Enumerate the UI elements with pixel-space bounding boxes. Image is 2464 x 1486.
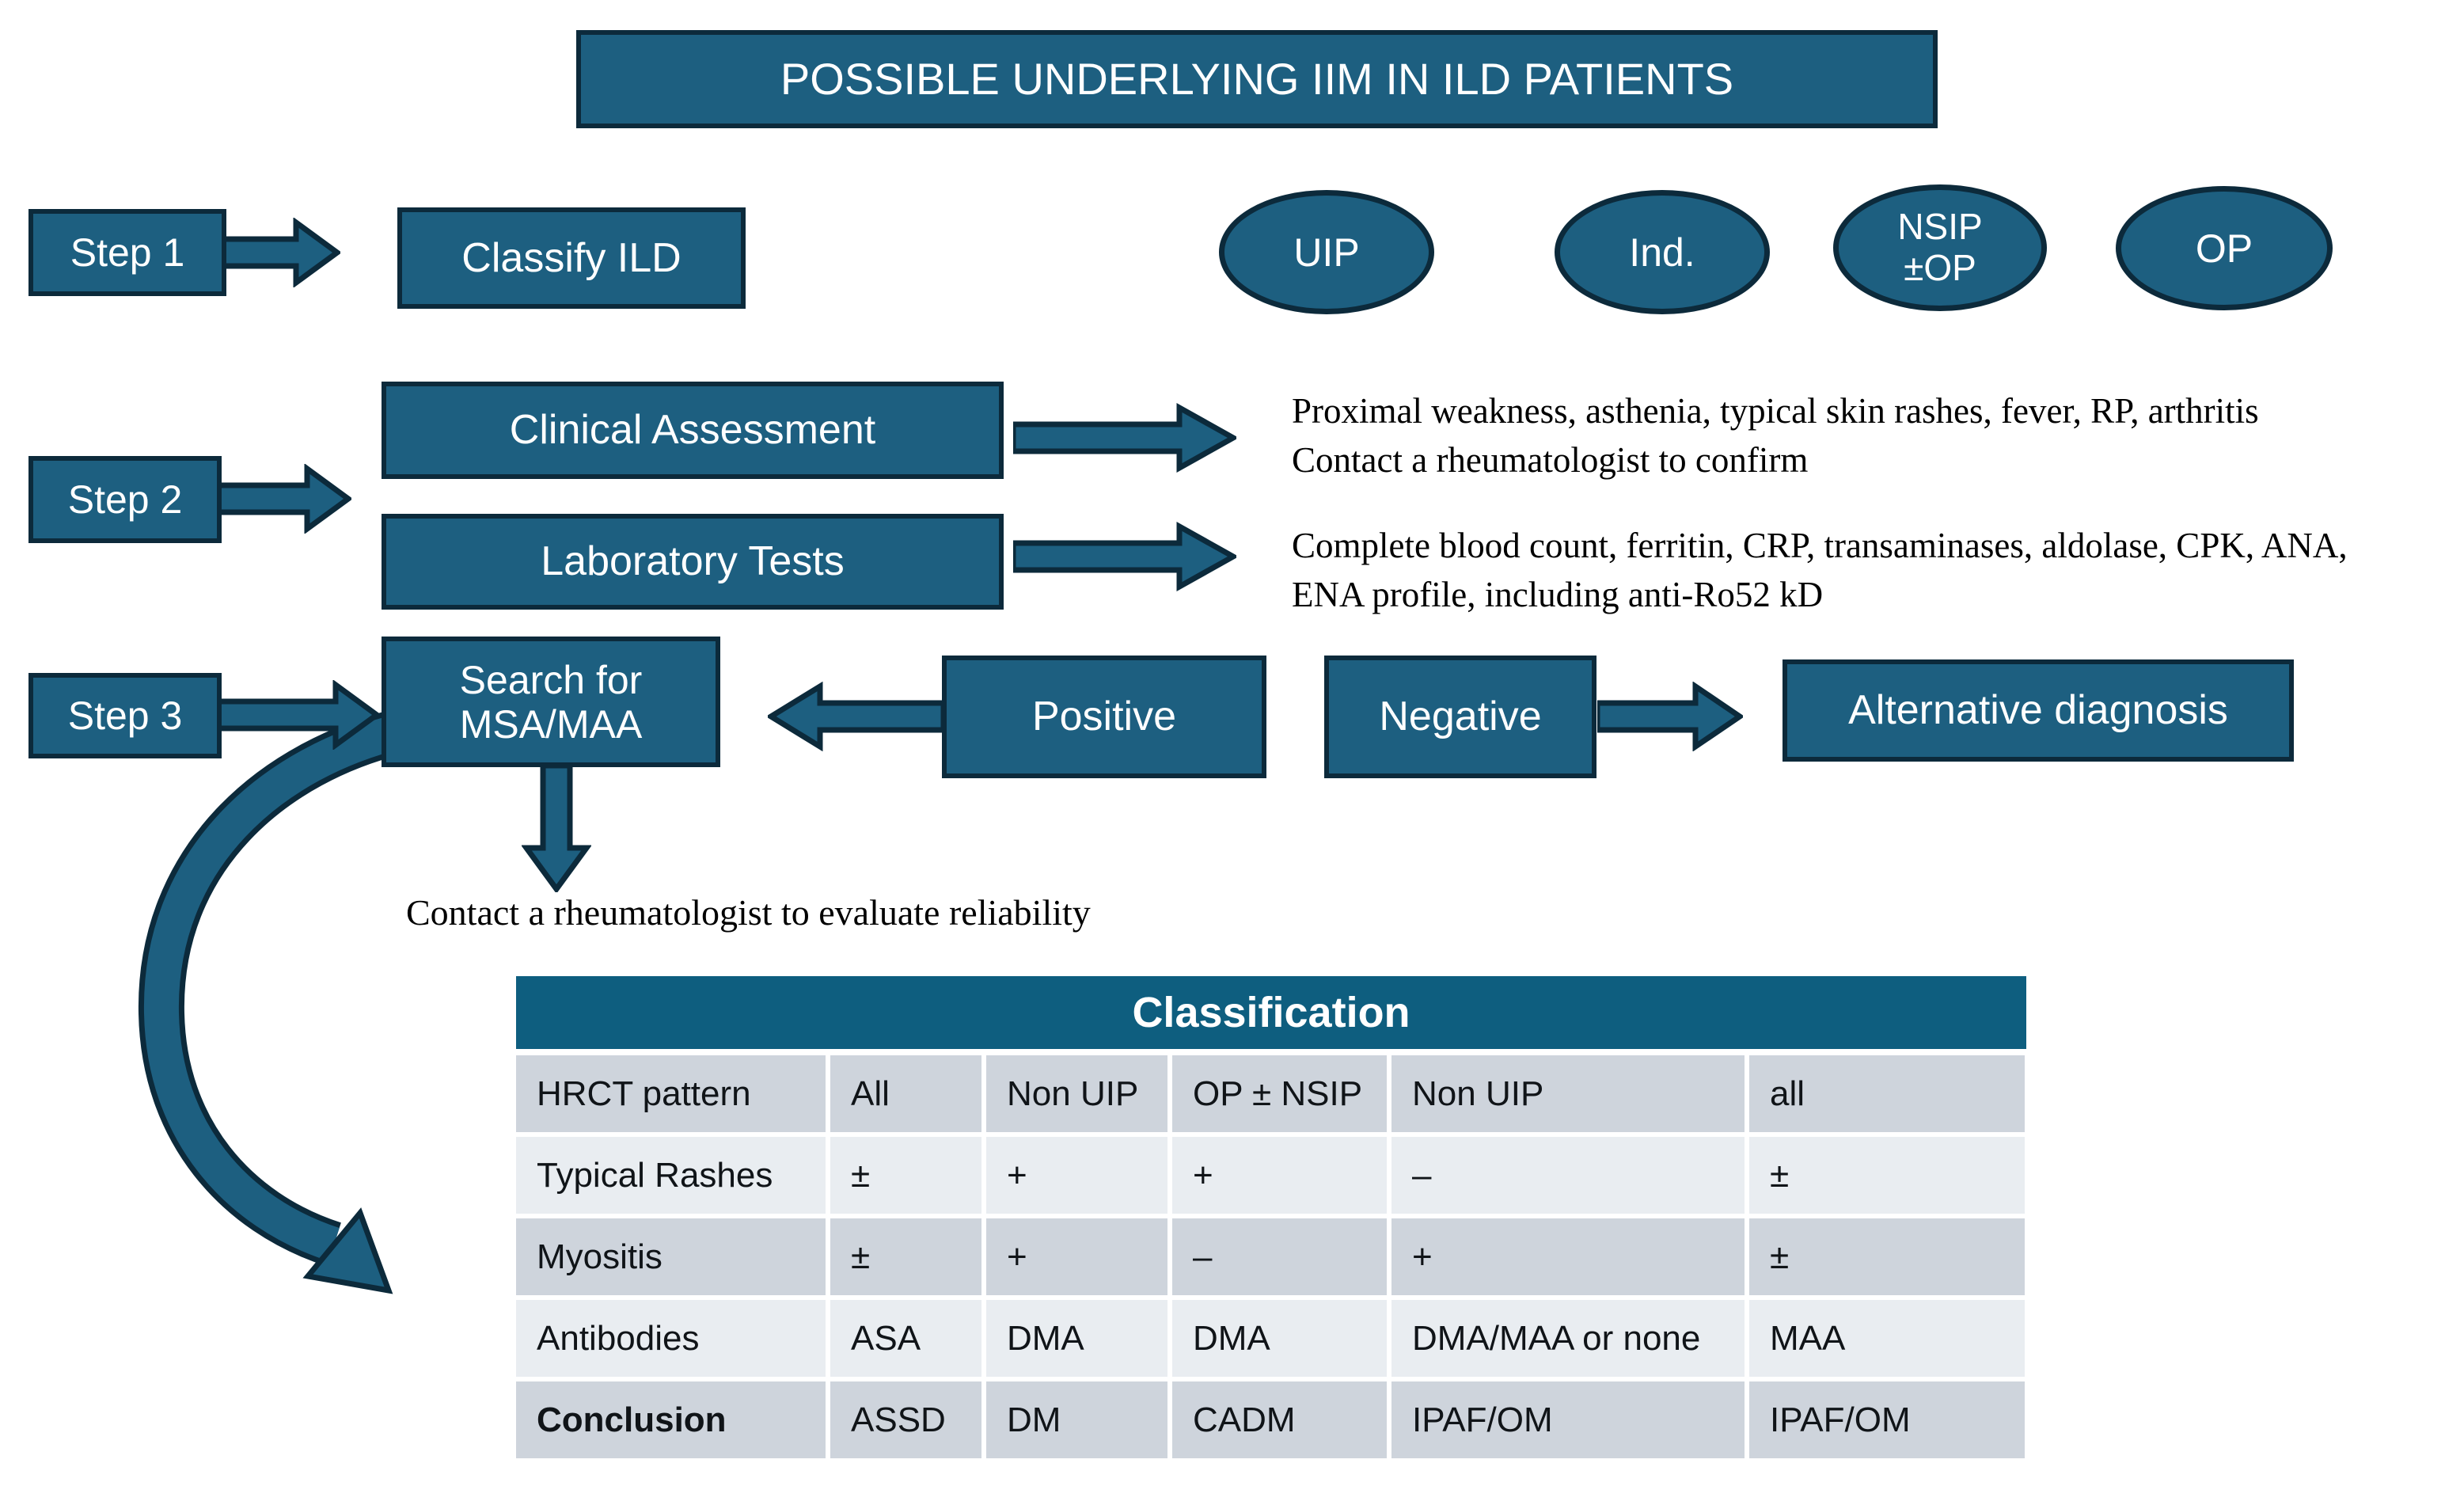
step-1-label: Step 1 xyxy=(70,230,185,275)
alternative-diagnosis-label: Alternative diagnosis xyxy=(1848,687,2228,734)
table-cell: DMA xyxy=(1172,1300,1387,1377)
node-alternative-diagnosis: Alternative diagnosis xyxy=(1783,659,2294,762)
ellipse-op: OP xyxy=(2116,186,2333,310)
laboratory-tests-note: Complete blood count, ferritin, CRP, tra… xyxy=(1292,521,2348,619)
arrow-step1-right-icon xyxy=(222,218,340,287)
table-cell: Myositis xyxy=(516,1218,826,1295)
title-text: POSSIBLE UNDERLYING IIM IN ILD PATIENTS xyxy=(780,53,1734,104)
ellipse-nsip-op: NSIP ±OP xyxy=(1833,184,2047,311)
ellipse-nsip-line1: NSIP xyxy=(1897,206,1983,248)
laboratory-tests-label: Laboratory Tests xyxy=(541,538,845,585)
ellipse-op-label: OP xyxy=(2195,226,2253,271)
msa-reliability-note: Contact a rheumatologist to evaluate rel… xyxy=(406,888,1091,937)
clinical-note-line1: Proximal weakness, asthenia, typical ski… xyxy=(1292,391,2259,431)
node-laboratory-tests: Laboratory Tests xyxy=(382,514,1004,610)
table-cell: IPAF/OM xyxy=(1391,1381,1745,1458)
table-cell: DMA xyxy=(986,1300,1167,1377)
table-cell: ± xyxy=(830,1137,981,1214)
step-2-box: Step 2 xyxy=(28,456,222,543)
classification-table-grid: HRCT pattern All Non UIP OP ± NSIP Non U… xyxy=(516,1055,2026,1458)
table-cell: MAA xyxy=(1749,1300,2025,1377)
table-cell: – xyxy=(1172,1218,1387,1295)
table-cell: HRCT pattern xyxy=(516,1055,826,1132)
step-1-box: Step 1 xyxy=(28,209,226,296)
table-cell: + xyxy=(986,1137,1167,1214)
positive-label: Positive xyxy=(1031,694,1177,740)
search-msa-line1: Search for xyxy=(459,657,643,702)
ellipse-uip-label: UIP xyxy=(1293,230,1360,275)
ellipse-ind-label: Ind. xyxy=(1629,230,1695,275)
table-cell: DMA/MAA or none xyxy=(1391,1300,1745,1377)
step-3-box: Step 3 xyxy=(28,673,222,758)
classification-title-text: Classification xyxy=(1132,989,1410,1036)
node-positive: Positive xyxy=(942,656,1266,778)
node-classify-ild: Classify ILD xyxy=(397,207,746,309)
table-cell: + xyxy=(1172,1137,1387,1214)
table-cell: + xyxy=(1391,1218,1745,1295)
ellipse-nsip-line2: ±OP xyxy=(1904,247,1976,288)
table-cell: all xyxy=(1749,1055,2025,1132)
arrow-step3-right-icon xyxy=(217,680,380,750)
negative-label: Negative xyxy=(1379,694,1542,740)
arrow-laboratory-right-icon xyxy=(1013,522,1236,591)
clinical-assessment-label: Clinical Assessment xyxy=(509,407,876,454)
node-search-msa-maa: Search for MSA/MAA xyxy=(382,637,720,767)
arrow-step2-right-icon xyxy=(217,464,351,534)
classification-table: Classification HRCT pattern All Non UIP … xyxy=(516,976,2026,1458)
ellipse-ind: Ind. xyxy=(1555,190,1770,314)
classification-table-title: Classification xyxy=(516,976,2026,1049)
arrow-search-down-icon xyxy=(522,766,591,892)
arrow-positive-left-icon xyxy=(768,682,943,751)
table-cell: Typical Rashes xyxy=(516,1137,826,1214)
table-cell: DM xyxy=(986,1381,1167,1458)
table-cell: ± xyxy=(830,1218,981,1295)
table-cell: ASA xyxy=(830,1300,981,1377)
clinical-assessment-note: Proximal weakness, asthenia, typical ski… xyxy=(1292,386,2259,485)
msa-note-text: Contact a rheumatologist to evaluate rel… xyxy=(406,892,1091,933)
table-cell: + xyxy=(986,1218,1167,1295)
lab-note-line1: Complete blood count, ferritin, CRP, tra… xyxy=(1292,526,2348,565)
arrow-clinical-right-icon xyxy=(1013,403,1236,473)
table-cell: All xyxy=(830,1055,981,1132)
classify-ild-label: Classify ILD xyxy=(461,234,681,281)
curved-arrow-to-table xyxy=(138,707,411,1294)
table-cell: Antibodies xyxy=(516,1300,826,1377)
table-cell: Non UIP xyxy=(1391,1055,1745,1132)
lab-note-line2: ENA profile, including anti-Ro52 kD xyxy=(1292,575,1824,614)
table-cell: – xyxy=(1391,1137,1745,1214)
table-cell: IPAF/OM xyxy=(1749,1381,2025,1458)
table-cell: Non UIP xyxy=(986,1055,1167,1132)
step-2-label: Step 2 xyxy=(67,477,183,522)
node-clinical-assessment: Clinical Assessment xyxy=(382,382,1004,479)
node-negative: Negative xyxy=(1324,656,1596,778)
step-3-label: Step 3 xyxy=(67,694,183,738)
title-banner: POSSIBLE UNDERLYING IIM IN ILD PATIENTS xyxy=(576,30,1938,128)
search-msa-line2: MSA/MAA xyxy=(459,701,643,747)
table-cell: ± xyxy=(1749,1218,2025,1295)
table-cell: OP ± NSIP xyxy=(1172,1055,1387,1132)
arrow-negative-right-icon xyxy=(1597,682,1743,751)
clinical-note-line2: Contact a rheumatologist to confirm xyxy=(1292,440,1809,480)
table-cell: ± xyxy=(1749,1137,2025,1214)
table-cell: CADM xyxy=(1172,1381,1387,1458)
table-cell: ASSD xyxy=(830,1381,981,1458)
table-cell-conclusion: Conclusion xyxy=(516,1381,826,1458)
ellipse-uip: UIP xyxy=(1219,190,1434,314)
